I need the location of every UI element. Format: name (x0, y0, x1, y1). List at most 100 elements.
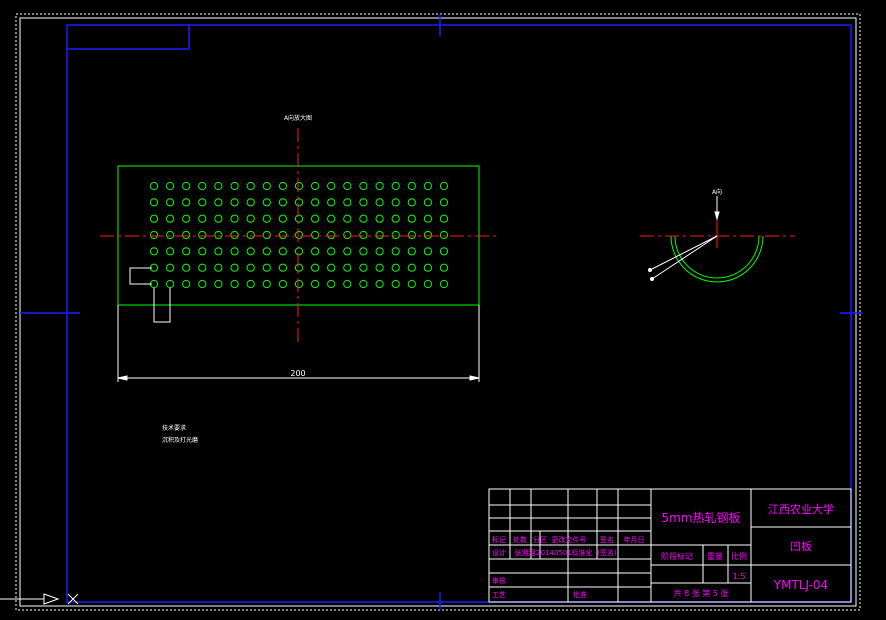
hole (359, 263, 368, 272)
hole (182, 230, 191, 240)
scale-label: 比例 (731, 551, 747, 561)
hole (246, 230, 255, 240)
hole (423, 279, 432, 289)
hole (423, 263, 432, 272)
hole (375, 263, 384, 272)
hole (214, 247, 223, 256)
corner-box (67, 25, 190, 50)
hole (230, 230, 239, 240)
standardize-label: 标准化 (572, 548, 593, 557)
hole (359, 214, 368, 223)
hole (391, 263, 400, 272)
sheet-border (19, 17, 857, 607)
review-label: 审核 (492, 576, 506, 585)
hole (311, 279, 320, 289)
hole (246, 263, 255, 272)
centering-marks (20, 14, 862, 610)
scale-value: 1:5 (733, 572, 746, 581)
hole (182, 198, 191, 207)
hole (278, 263, 287, 272)
hole (327, 214, 336, 223)
hole (311, 263, 320, 272)
hole (423, 181, 432, 191)
hole (166, 181, 175, 191)
hole (423, 247, 432, 256)
main-centerlines (100, 128, 500, 345)
design-date: 20140501 (536, 549, 572, 557)
hole (407, 198, 416, 207)
hole (359, 230, 368, 240)
hole (246, 198, 255, 207)
hole (198, 181, 207, 191)
hole (246, 181, 255, 191)
hole (391, 198, 400, 207)
hole (278, 214, 287, 223)
hole (149, 181, 159, 191)
dimension-value: 200 (290, 369, 305, 378)
hole (294, 181, 304, 191)
hole (198, 230, 207, 240)
hdr-sign: 签名 (600, 535, 614, 544)
hole (182, 263, 191, 272)
hole (391, 279, 400, 289)
hole (407, 279, 416, 289)
hole (423, 230, 432, 240)
hole (423, 214, 432, 223)
sheet-info: 共 8 张 第 5 张 (674, 588, 729, 598)
drawing-number: YMTLJ-04 (773, 578, 828, 592)
stage-mark-label: 阶段标记 (661, 551, 693, 561)
row-design: 设计 (492, 548, 506, 557)
hole (375, 230, 384, 240)
hole (439, 198, 449, 207)
hole (214, 279, 223, 289)
hole (246, 247, 255, 256)
hole (343, 230, 352, 240)
hole (230, 263, 239, 272)
hole (343, 181, 352, 191)
hole (278, 181, 287, 191)
hole (262, 230, 271, 240)
hole (198, 198, 207, 207)
hole (327, 263, 336, 272)
hole (278, 198, 287, 207)
hole (343, 279, 352, 289)
hole (278, 230, 287, 240)
hole (407, 247, 416, 256)
hole (439, 279, 449, 289)
hole (391, 181, 400, 191)
hole (182, 214, 191, 223)
approve-label: 批准 (573, 590, 587, 599)
ucs-icon (0, 593, 79, 605)
hole (294, 198, 304, 207)
hole-pattern (149, 181, 449, 289)
hole (375, 214, 384, 223)
hole (311, 181, 320, 191)
hole (262, 198, 271, 207)
sign-note: (签名) (597, 548, 617, 557)
hole (327, 247, 336, 256)
hole (214, 230, 223, 240)
hole (391, 230, 400, 240)
hole (359, 247, 368, 256)
pitch-dimension (129, 267, 171, 323)
hole (439, 230, 449, 240)
hole (166, 263, 175, 272)
hole (375, 181, 384, 191)
hole (166, 198, 175, 207)
hole (182, 181, 191, 191)
weight-label: 重量 (707, 551, 723, 561)
hole (311, 214, 320, 223)
hdr-count: 处数 (513, 535, 527, 544)
hole (214, 181, 223, 191)
hole (149, 214, 159, 223)
school-name: 江西农业大学 (768, 502, 834, 516)
trough-outer-arc (670, 235, 764, 283)
hole (214, 198, 223, 207)
hole (294, 230, 304, 240)
hole (343, 198, 352, 207)
hole (423, 198, 432, 207)
tech-req-title: 技术要求 (162, 424, 186, 432)
hole (439, 247, 449, 256)
section-label: A向 (712, 188, 722, 196)
